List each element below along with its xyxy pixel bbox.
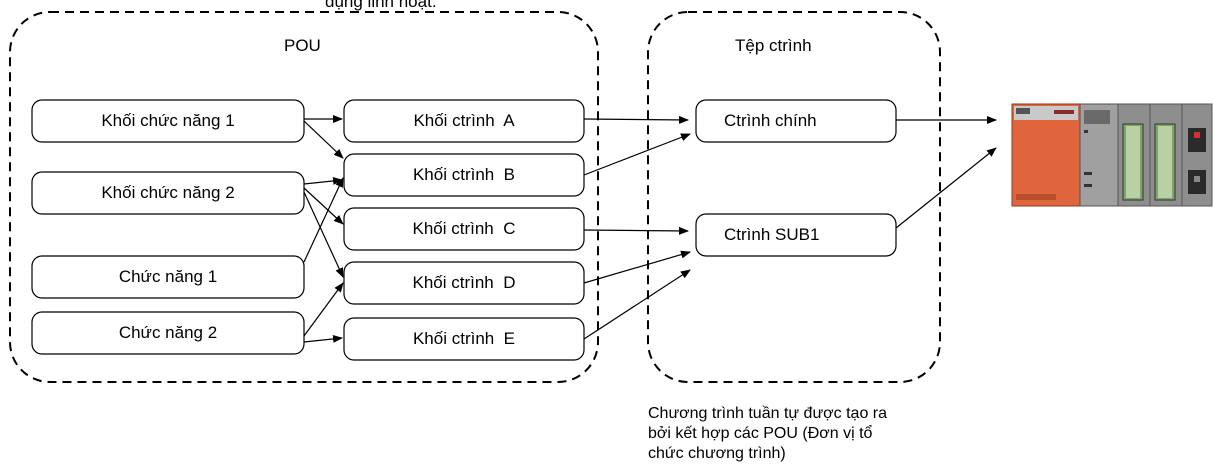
program-box-sub1 — [695, 213, 897, 257]
pou-block-label-b: Khối ctrình B — [412, 165, 516, 184]
plc-hardware-icon — [1011, 103, 1213, 207]
connectors — [303, 115, 997, 343]
pou-block-box-a — [343, 99, 585, 143]
files-group-frame — [647, 11, 941, 383]
pou-group-frame — [9, 11, 599, 383]
top-partial-text: dụng linh hoạt. — [325, 0, 437, 11]
program-label-main: Ctrình chính — [724, 111, 817, 130]
pou-block-label-d: Khối ctrình D — [412, 273, 516, 292]
pou-block-label-a: Khối ctrình A — [413, 111, 515, 130]
program-box-main — [695, 99, 897, 143]
pou-block-label-c: Khối ctrình C — [412, 219, 516, 238]
files-group-title: Tệp ctrình — [735, 36, 812, 55]
pou-left-box-3 — [31, 255, 305, 299]
pou-left-label-1: Khối chức năng 1 — [101, 111, 235, 130]
pou-left-box-4 — [31, 311, 305, 355]
pou-left-label-2: Khối chức năng 2 — [101, 183, 235, 202]
pou-left-label-3: Chức năng 1 — [118, 267, 218, 286]
pou-block-label-e: Khối ctrình E — [412, 329, 516, 348]
program-label-sub1: Ctrình SUB1 — [724, 225, 820, 244]
pou-left-label-4: Chức năng 2 — [118, 323, 218, 342]
pou-group-title: POU — [284, 36, 321, 55]
pou-block-box-c — [343, 207, 585, 251]
diagram-caption: Chương trình tuần tự được tạo ra bởi kết… — [648, 405, 888, 462]
